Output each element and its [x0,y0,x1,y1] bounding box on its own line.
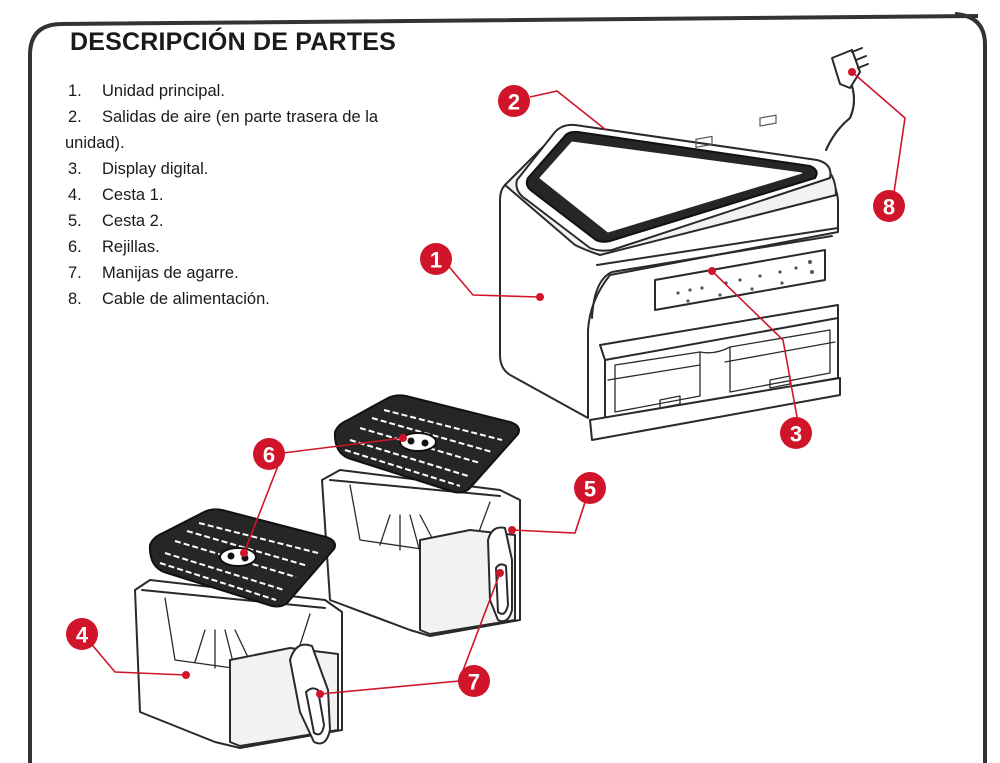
item-number: 6. [68,238,82,256]
callout-1: 1 [420,243,452,275]
callout-number: 4 [76,623,89,648]
callout-6: 6 [253,438,285,470]
callout-number: 8 [883,195,895,220]
leader-dot [496,569,504,577]
item-number: 5. [68,212,82,230]
callout-2: 2 [498,85,530,117]
item-text: Cesta 2. [102,212,164,230]
leader-line [529,90,607,131]
list-item: 1. Unidad principal. [65,78,405,104]
leader-line [511,489,590,534]
callout-number: 5 [584,477,596,502]
callout-4: 4 [66,618,98,650]
leader-line [711,270,798,418]
callout-8: 8 [873,190,905,222]
leader-dot [182,671,190,679]
callout-number: 3 [790,422,802,447]
leader-dot [399,434,407,442]
rack-2-illustration [333,394,520,494]
item-text: Cable de alimentación. [102,290,270,308]
leader-line [851,71,906,207]
leader-line [444,261,541,298]
item-number: 8. [68,290,82,308]
list-item: 7. Manijas de agarre. [65,260,405,286]
leader-line [243,452,284,554]
item-text: Rejillas. [102,238,160,256]
page-title: DESCRIPCIÓN DE PARTES [70,28,397,56]
callout-3: 3 [780,417,812,449]
item-number: 4. [68,186,82,204]
list-item: 8. Cable de alimentación. [65,286,405,312]
leader-dot [536,293,544,301]
item-text: Unidad principal. [102,82,225,100]
list-item: 4. Cesta 1. [65,182,405,208]
callout-number: 2 [508,90,520,115]
leader-line [282,437,404,454]
item-number: 1. [68,82,82,100]
main-unit-illustration [499,47,869,441]
leader-line [319,680,460,695]
item-number: 7. [68,264,82,282]
list-item: 2.Salidas de aire (en parte trasera de l… [65,104,405,156]
callout-number: 7 [468,670,480,695]
basket-2-illustration [321,469,521,637]
leader-dot [848,68,856,76]
callout-number: 1 [430,248,442,273]
leader-line [458,572,501,682]
callout-5: 5 [574,472,606,504]
list-item: 3. Display digital. [65,156,405,182]
leader-dot [508,526,516,534]
item-number: 2. [68,108,82,126]
leader-line [87,639,187,676]
plug-icon [831,47,869,89]
item-text: Salidas de aire (en parte trasera de la … [65,108,379,152]
item-text: Cesta 1. [102,186,164,204]
item-text: Display digital. [102,160,209,178]
leader-dot [240,549,248,557]
display-panel [676,114,814,303]
leader-dot [316,690,324,698]
basket-1-illustration [134,579,343,749]
callout-7: 7 [458,665,490,697]
item-number: 3. [68,160,82,178]
callout-number: 6 [263,443,275,468]
list-item: 5. Cesta 2. [65,208,405,234]
leader-dot [708,267,716,275]
item-text: Manijas de agarre. [102,264,239,282]
list-item: 6. Rejillas. [65,234,405,260]
parts-list: 1. Unidad principal. 2.Salidas de aire (e… [65,78,405,312]
